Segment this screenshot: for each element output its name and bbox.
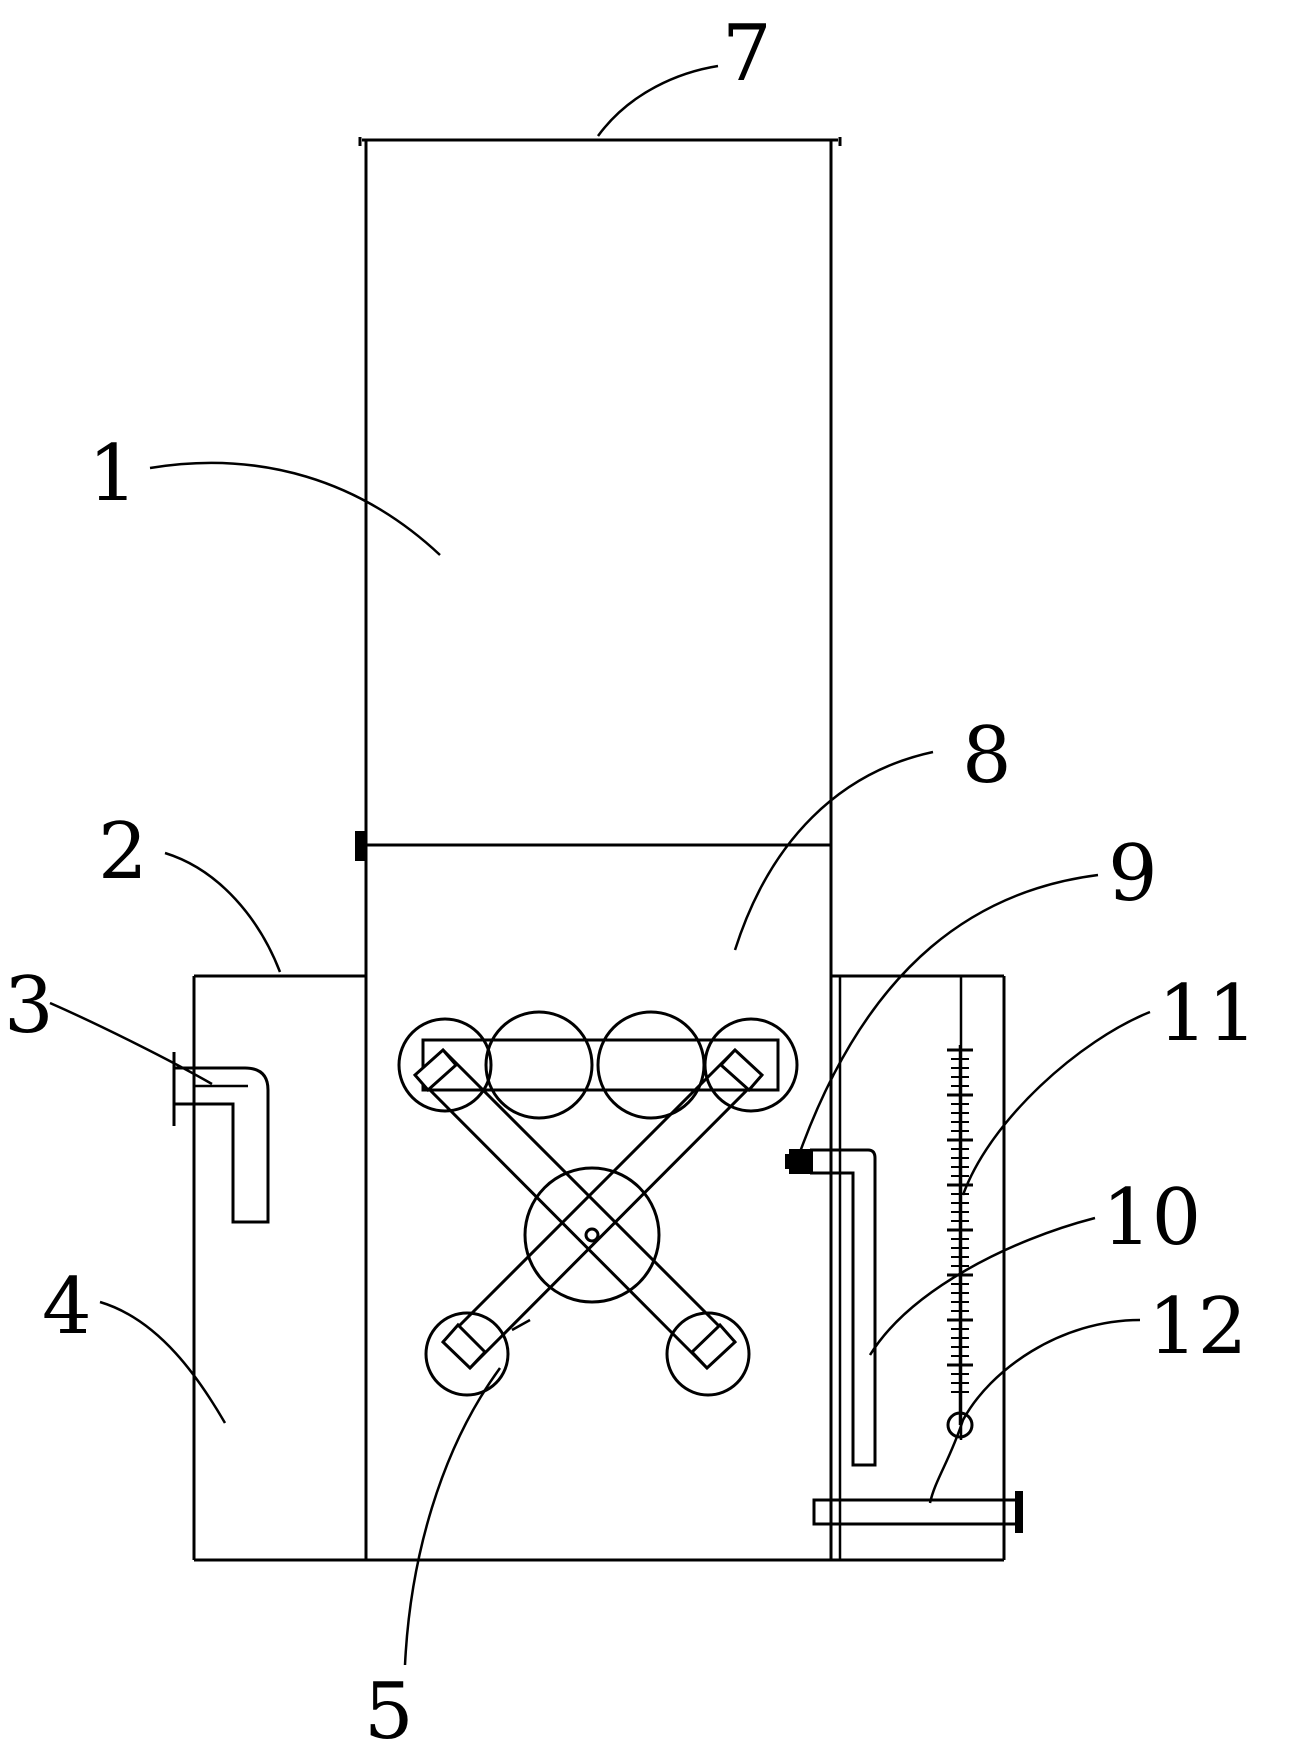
callout-10: 10: [1102, 1173, 1201, 1263]
callout-9: 9: [1108, 829, 1158, 919]
level-tube-10: [785, 1148, 877, 1467]
base-housing: [192, 845, 1006, 1562]
callout-1: 1: [88, 429, 138, 519]
callout-3: 3: [4, 961, 54, 1051]
mechanism-top-frame: [421, 1038, 780, 1092]
leader-lines: [49, 64, 1151, 1666]
central-hub: [523, 1166, 661, 1304]
inlet-pipe-3: [172, 1052, 270, 1224]
drain-pipe-12: [812, 1491, 1023, 1533]
scale-gauge-11: [946, 1045, 974, 1439]
callouts: 7 1 8 2 9 3 11 10 4 12 5: [4, 9, 1257, 1756]
lifting-mechanism-5: [397, 1010, 799, 1397]
callout-2: 2: [98, 807, 148, 897]
upper-column: [355, 137, 842, 861]
float-ball: [946, 1411, 974, 1439]
callout-8: 8: [962, 711, 1012, 801]
callout-4: 4: [42, 1262, 92, 1352]
callout-5: 5: [364, 1667, 414, 1751]
callout-12: 12: [1148, 1282, 1247, 1372]
callout-7: 7: [722, 9, 772, 99]
valve-9: [789, 1149, 813, 1174]
column-clamp: [355, 831, 366, 861]
scale-ticks: [947, 1048, 973, 1393]
callout-11: 11: [1158, 969, 1257, 1059]
